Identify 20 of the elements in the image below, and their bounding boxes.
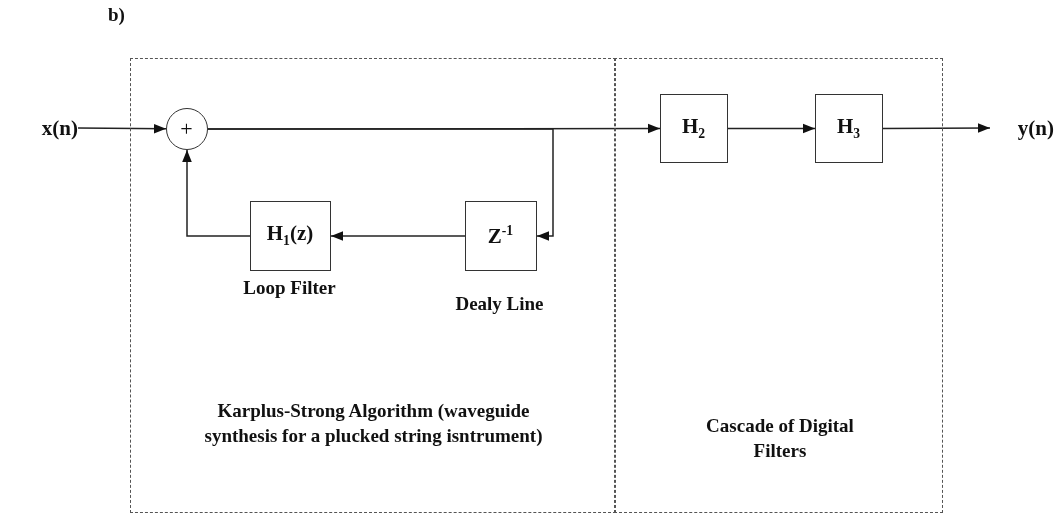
signal-arrow (77, 123, 167, 134)
group-caption: Karplus-Strong Algorithm (waveguide synthesis for a plucked string isntrument) (203, 399, 544, 448)
block-caption: Loop Filter (242, 275, 337, 300)
dashed-group-box (614, 58, 943, 513)
summing-junction: + (165, 107, 208, 150)
group-caption: Cascade of Digital Filters (705, 414, 855, 463)
signal-label: y(n) (990, 112, 1054, 144)
signal-label: x(n) (18, 112, 78, 144)
signal-arrow (330, 231, 466, 241)
signal-arrow (182, 149, 251, 237)
dashed-group-box (130, 58, 616, 513)
block-caption: Dealy Line (454, 291, 545, 316)
filter-block: H$_{2}$ (659, 93, 728, 163)
filter-block: Z$^{-1}$ (464, 200, 537, 271)
figure-label: b) (108, 4, 125, 26)
filter-block: H$_{3}$ (814, 93, 883, 163)
signal-arrow (882, 123, 991, 133)
filter-block: H$_{1}$(z) (249, 200, 331, 271)
signal-arrow (727, 123, 816, 134)
signal-arrow (207, 128, 554, 241)
